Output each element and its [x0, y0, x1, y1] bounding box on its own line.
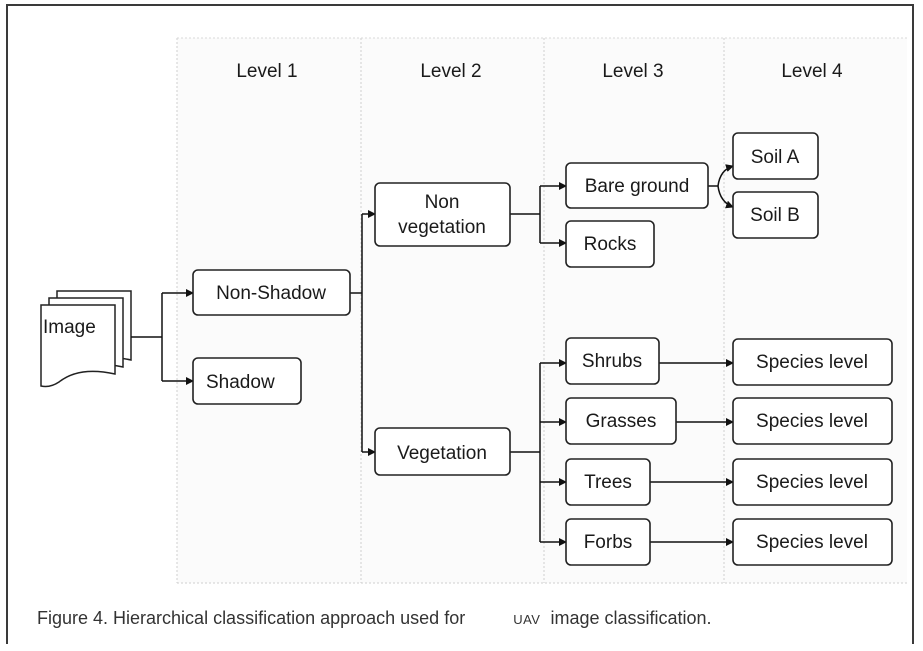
- soil-a-node: Soil A: [732, 132, 819, 180]
- bare-ground-node: Bare ground: [565, 162, 709, 209]
- species-level-label: Species level: [756, 352, 868, 373]
- image-node: Image: [40, 290, 132, 388]
- species-level-label: Species level: [756, 411, 868, 432]
- vegetation-node: Vegetation: [374, 427, 511, 476]
- figure-frame: [6, 4, 914, 644]
- bare-ground-label: Bare ground: [585, 176, 690, 197]
- rocks-label: Rocks: [584, 234, 637, 255]
- caption-suffix: image classification.: [550, 608, 712, 628]
- species-level-label: Species level: [756, 532, 868, 553]
- image-page-front: [40, 304, 116, 388]
- species-level-node: Species level: [732, 518, 893, 566]
- trees-node: Trees: [565, 458, 651, 506]
- shrubs-label: Shrubs: [582, 351, 642, 372]
- shrubs-node: Shrubs: [565, 337, 660, 385]
- soil-b-node: Soil B: [732, 191, 819, 239]
- species-level-node: Species level: [732, 458, 893, 506]
- species-level-node: Species level: [732, 397, 893, 445]
- level-2-header: Level 2: [420, 61, 481, 82]
- non-vegetation-label-line2: vegetation: [398, 217, 486, 238]
- connectors: [131, 164, 734, 546]
- forbs-node: Forbs: [565, 518, 651, 566]
- level-1-header: Level 1: [236, 61, 297, 82]
- non-vegetation-node: Non vegetation: [374, 182, 511, 247]
- rocks-node: Rocks: [565, 220, 655, 268]
- soil-a-label: Soil A: [751, 147, 800, 168]
- level-3-header: Level 3: [602, 61, 663, 82]
- level-4-header: Level 4: [781, 61, 843, 82]
- non-shadow-label: Non-Shadow: [216, 283, 326, 304]
- soil-b-label: Soil B: [750, 205, 800, 226]
- grasses-label: Grasses: [586, 411, 657, 432]
- species-level-label: Species level: [756, 472, 868, 493]
- non-vegetation-label-line1: Non: [425, 192, 460, 213]
- shadow-label: Shadow: [206, 372, 275, 393]
- trees-label: Trees: [584, 472, 632, 493]
- caption-prefix: Figure 4. Hierarchical classification ap…: [37, 608, 466, 628]
- caption-uav: UAV: [513, 612, 541, 627]
- forbs-label: Forbs: [584, 532, 633, 553]
- grasses-node: Grasses: [565, 397, 677, 445]
- image-label: Image: [43, 317, 96, 338]
- non-shadow-node: Non-Shadow: [192, 269, 351, 316]
- vegetation-label: Vegetation: [397, 443, 487, 464]
- figure-caption: Figure 4. Hierarchical classification ap…: [37, 608, 712, 629]
- shadow-node: Shadow: [192, 357, 302, 405]
- species-level-node: Species level: [732, 338, 893, 386]
